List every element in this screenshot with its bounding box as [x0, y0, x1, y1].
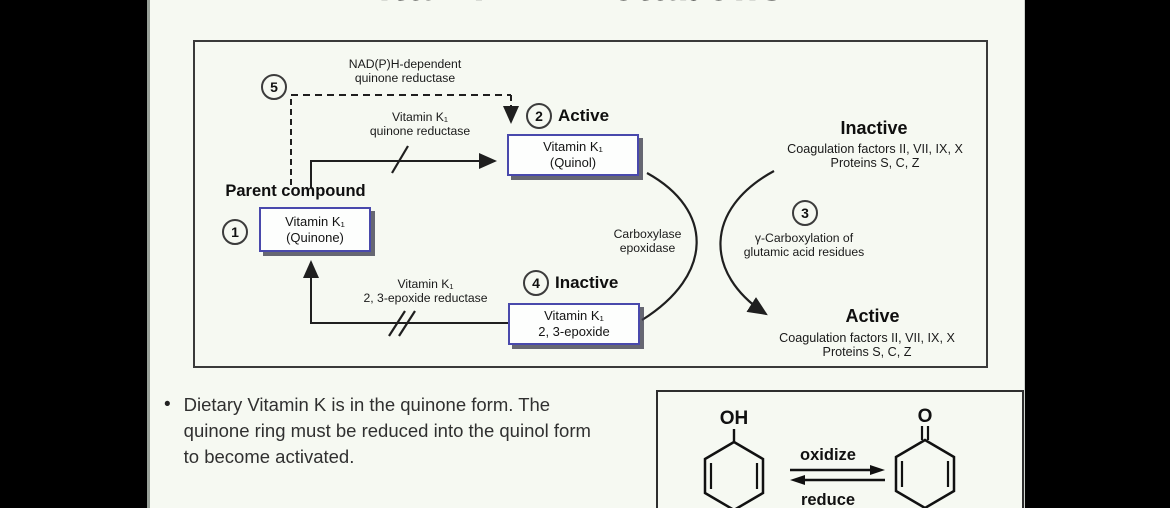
- arrow-epoxide-to-quinone: [303, 260, 508, 324]
- step-4-circle: 4: [523, 270, 549, 296]
- vitamin-k-quinone-text: Vitamin K₁ (Quinone): [285, 213, 345, 245]
- quinone-reductase-label: Vitamin K₁ quinone reductase: [369, 110, 471, 138]
- quinol-ring: [703, 440, 765, 508]
- step-4-inactive-label: Inactive: [555, 273, 619, 292]
- inhibition-double-slash-1: [388, 310, 406, 337]
- parent-compound-label: Parent compound: [225, 182, 366, 200]
- nad-reductase-label: NAD(P)H-dependent quinone reductase: [348, 57, 462, 85]
- quinone-ring: [894, 438, 956, 508]
- vitamin-k-cycle-diagram: NAD(P)H-dependent quinone reductase 5 Vi…: [193, 40, 988, 368]
- bullet-marker: •: [164, 394, 171, 415]
- chemical-structures-graphic: OH oxidize reduce O: [703, 406, 956, 508]
- curve-carboxylation: [719, 170, 775, 316]
- inactive-heading: Inactive: [840, 118, 908, 138]
- step-1-circle: 1: [222, 219, 248, 245]
- arrow-quinone-to-quinol: [310, 153, 497, 188]
- inhibition-slash: [391, 145, 409, 174]
- bullet-item-1: • Dietary Vitamin K is in the quinone fo…: [164, 392, 642, 470]
- reduce-arrowhead: [790, 475, 805, 485]
- oh-group-label: OH: [720, 408, 749, 429]
- step-2-active-label: Active: [558, 106, 610, 125]
- slide: Vitamin K Metabolism NAD(P)H-dependent: [147, 0, 1025, 508]
- vitamin-k-epoxide-text: Vitamin K₁ 2, 3-epoxide: [538, 308, 610, 339]
- gamma-carboxylation-label: γ-Carboxylation of glutamic acid residue…: [743, 231, 865, 259]
- slide-title: Vitamin K Metabolism: [150, 0, 1024, 8]
- carboxylase-epoxidase-label: Carboxylase epoxidase: [613, 227, 682, 255]
- oxidize-label: oxidize: [800, 446, 856, 464]
- step-2-circle: 2: [526, 103, 552, 129]
- curve-quinol-to-epoxide: [641, 172, 698, 321]
- active-heading: Active: [845, 306, 900, 326]
- vitamin-k-epoxide-box: Vitamin K₁ 2, 3-epoxide: [508, 303, 640, 345]
- active-factors-label: Coagulation factors II, VII, IX, X Prote…: [779, 331, 955, 359]
- vitamin-k-quinol-box: Vitamin K₁ (Quinol): [507, 134, 639, 176]
- reduce-label: reduce: [801, 491, 855, 508]
- step-5-circle: 5: [261, 74, 287, 100]
- cycle-arrows-graphic: [290, 94, 775, 337]
- step-3-circle: 3: [792, 200, 818, 226]
- oxidize-arrowhead: [870, 465, 885, 475]
- bullet-list: • Dietary Vitamin K is in the quinone fo…: [164, 392, 642, 508]
- epoxide-reductase-label: Vitamin K₁ 2, 3-epoxide reductase: [363, 277, 488, 305]
- bullet-1-text: Dietary Vitamin K is in the quinone form…: [183, 394, 591, 467]
- vitamin-k-quinone-box: Vitamin K₁ (Quinone): [259, 207, 371, 252]
- inactive-factors-label: Coagulation factors II, VII, IX, X Prote…: [787, 142, 963, 170]
- inhibition-double-slash-2: [398, 310, 416, 337]
- quinone-quinol-structure-box: OH oxidize reduce O: [656, 390, 1024, 508]
- ketone-oxygen-label: O: [918, 406, 933, 427]
- vitamin-k-quinol-text: Vitamin K₁ (Quinol): [543, 139, 603, 170]
